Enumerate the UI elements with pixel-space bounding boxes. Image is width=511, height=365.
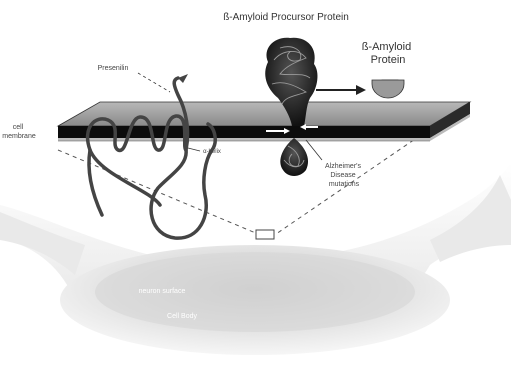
cell-body-label: Cell Body — [167, 313, 197, 320]
cell-membrane-slab — [58, 102, 470, 141]
cell-membrane-label: cell membrane — [2, 124, 36, 140]
neuron-surface-shape — [0, 162, 511, 355]
cleavage-arrow — [316, 85, 366, 95]
beta-amyloid-label: ß-Amyloid Protein — [362, 41, 415, 66]
neuron-surface-label: neuron surface — [139, 288, 186, 295]
beta-amyloid-piece — [372, 80, 404, 98]
app-title-label: ß-Amyloid Procursor Protein — [223, 12, 349, 23]
presenilin-arrow — [178, 74, 188, 83]
presenilin-label: Presenilin — [98, 65, 129, 72]
zoom-origin-box — [256, 230, 274, 239]
alpha-helix-label: α-helix — [203, 149, 221, 155]
alzheimers-label: Alzheimer's Disease mutations — [325, 163, 363, 188]
